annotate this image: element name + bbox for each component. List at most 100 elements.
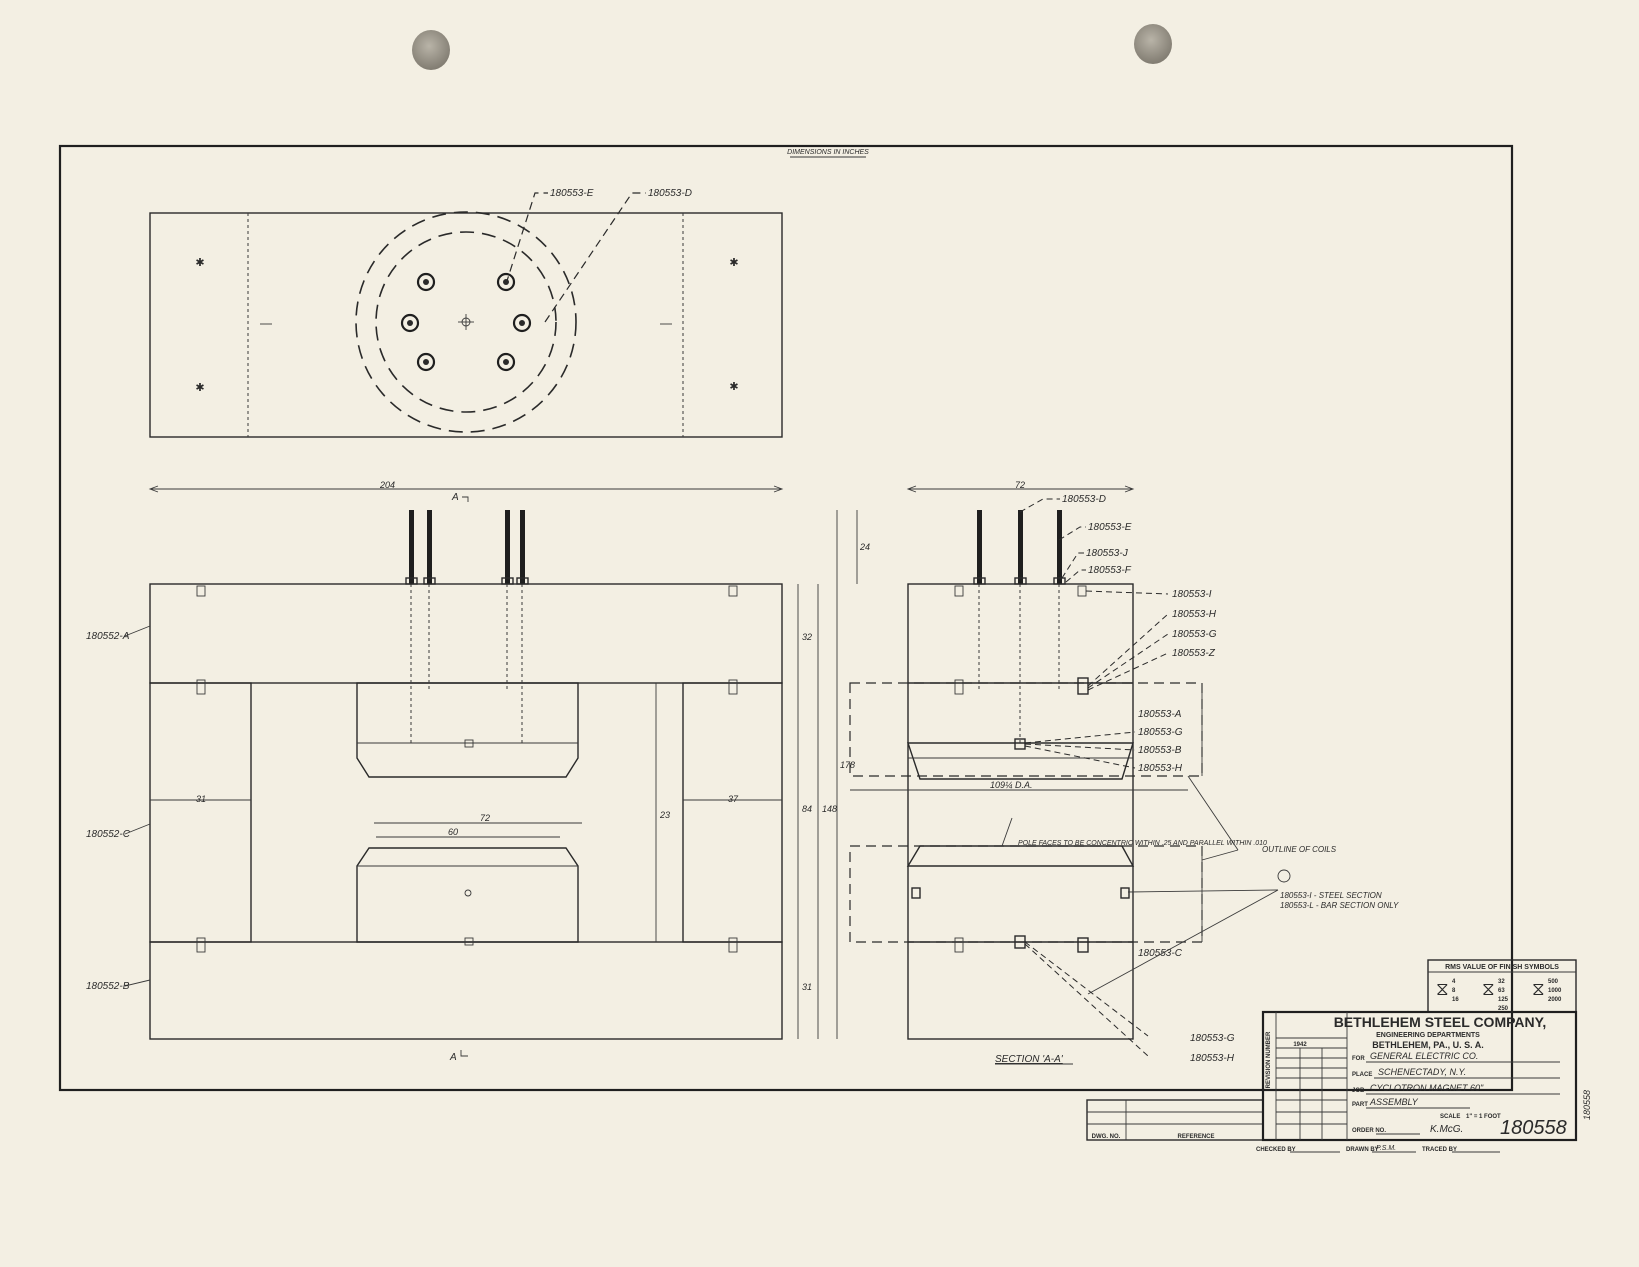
rms-title: RMS VALUE OF FINISH SYMBOLS — [1445, 964, 1559, 971]
dim-right-leg: 37 — [728, 794, 739, 804]
drawing-border — [58, 144, 1514, 1092]
label-front-a: 180552-A — [86, 631, 130, 642]
label-side-b: 180553-B — [1138, 745, 1182, 756]
dim-top-block: 32 — [802, 632, 812, 642]
revision-table: DWG. NO. REFERENCE — [1086, 1099, 1264, 1141]
order-label: ORDER NO. — [1352, 1128, 1386, 1134]
place-value: SCHENECTADY, N.Y. — [1378, 1067, 1466, 1077]
checked-label: CHECKED BY — [1256, 1147, 1296, 1153]
rms-value: 1000 — [1548, 988, 1562, 994]
title-block: REVISION NUMBER 1942 BETHLEHEM STEEL COM… — [1256, 1010, 1578, 1153]
part-value: ASSEMBLY — [1369, 1097, 1419, 1107]
section-bolts — [911, 585, 1130, 953]
dim-side-width: 72 — [1015, 480, 1025, 490]
traced-label: TRACED BY — [1422, 1147, 1457, 1153]
dim-24: 24 — [859, 542, 870, 552]
coil-part-1: 180553-I - STEEL SECTION — [1280, 891, 1382, 900]
year: 1942 — [1293, 1042, 1307, 1048]
label-front-c: 180552-C — [86, 829, 131, 840]
drawn-label: DRAWN BY — [1346, 1147, 1379, 1153]
place-label: PLACE — [1352, 1072, 1372, 1078]
dim-overall-width: 204 — [379, 480, 395, 490]
label-side-h3: 180553-H — [1190, 1053, 1235, 1064]
header-note: DIMENSIONS IN INCHES — [787, 149, 869, 156]
front-studs — [405, 510, 529, 746]
dim-inner-dia: 60 — [448, 827, 458, 837]
rms-value: 125 — [1498, 997, 1509, 1003]
label-side-h1: 180553-H — [1172, 609, 1217, 620]
dim-84: 84 — [802, 804, 812, 814]
label-side-g3: 180553-G — [1190, 1033, 1235, 1044]
punch-hole-left — [412, 30, 450, 70]
rms-value: 63 — [1498, 988, 1505, 994]
svg-text:✱: ✱ — [195, 257, 204, 269]
section-studs — [973, 510, 1066, 746]
dim-left-leg: 31 — [196, 794, 206, 804]
rms-value: 8 — [1452, 988, 1456, 994]
scale-value: 1" = 1 FOOT — [1466, 1114, 1501, 1120]
job-label: JOB — [1352, 1088, 1365, 1094]
dim-gap: 23 — [659, 810, 670, 820]
svg-text:✱: ✱ — [729, 381, 738, 393]
rms-value: 16 — [1452, 997, 1459, 1003]
label-top-d: 180553-D — [648, 188, 692, 199]
dim-pole-dia: 72 — [480, 813, 490, 823]
label-side-i: 180553-I — [1172, 589, 1212, 600]
for-label: FOR — [1352, 1056, 1365, 1062]
rev-header: REVISION NUMBER — [1266, 1031, 1272, 1088]
label-side-g2: 180553-G — [1138, 727, 1183, 738]
front-bolts — [196, 585, 738, 953]
plan-bolts: ✱ ✱ ✱ ✱ — [195, 257, 738, 394]
label-side-d: 180553-D — [1062, 494, 1106, 505]
plan-view: ✱ ✱ ✱ ✱ 180553-E 180553-D — [149, 188, 783, 438]
label-side-f: 180553-F — [1088, 565, 1132, 576]
label-front-b: 180552-B — [86, 981, 130, 992]
job-value: CYCLOTRON MAGNET 60" — [1370, 1083, 1484, 1093]
dim-coil-dia: 109¼ D.A. — [990, 780, 1033, 790]
signature: K.McG. — [1430, 1124, 1463, 1135]
company-location: BETHLEHEM, PA., U. S. A. — [1372, 1040, 1484, 1050]
label-side-a: 180553-A — [1138, 709, 1182, 720]
label-side-h2: 180553-H — [1138, 763, 1183, 774]
section-view: 72 — [849, 480, 1399, 1065]
label-side-j: 180553-J — [1086, 548, 1129, 559]
finish-symbol-icon: ⧖ — [1532, 979, 1545, 999]
reference-label: REFERENCE — [1177, 1134, 1214, 1140]
dim-148: 148 — [822, 804, 837, 814]
dim-178: 178 — [840, 760, 855, 770]
svg-text:✱: ✱ — [729, 257, 738, 269]
rms-value: 4 — [1452, 979, 1456, 985]
margin-number: 180558 — [1582, 1090, 1592, 1120]
label-side-z: 180553-Z — [1172, 648, 1216, 659]
label-side-c: 180553-C — [1138, 948, 1183, 959]
coil-part-2: 180553-L - BAR SECTION ONLY — [1280, 901, 1399, 910]
pole-note: POLE FACES TO BE CONCENTRIC WITHIN .25 A… — [1018, 840, 1267, 847]
dim-bottom-block: 31 — [802, 982, 812, 992]
finish-symbol-icon: ⧖ — [1436, 979, 1449, 999]
rms-value: 250 — [1498, 1006, 1509, 1012]
drawing-number: 180558 — [1500, 1117, 1567, 1139]
dwg-no-label: DWG. NO. — [1092, 1134, 1121, 1140]
svg-text:✱: ✱ — [195, 382, 204, 394]
section-mark-bottom: A — [449, 1052, 457, 1063]
rms-value: 500 — [1548, 979, 1559, 985]
company-name: BETHLEHEM STEEL COMPANY, — [1334, 1014, 1547, 1030]
drawn-value: P.S.M. — [1376, 1145, 1396, 1152]
department: ENGINEERING DEPARTMENTS — [1376, 1032, 1480, 1039]
rms-finish-table: RMS VALUE OF FINISH SYMBOLS 4816⧖3263125… — [1427, 959, 1577, 1013]
label-side-e: 180553-E — [1088, 522, 1132, 533]
coil-note: OUTLINE OF COILS — [1262, 845, 1337, 854]
scale-label: SCALE — [1440, 1114, 1460, 1120]
for-value: GENERAL ELECTRIC CO. — [1370, 1051, 1478, 1061]
rms-value: 2000 — [1548, 997, 1562, 1003]
punch-hole-right — [1134, 24, 1172, 64]
label-top-e: 180553-E — [550, 188, 594, 199]
front-view: 204 A 72 60 — [86, 480, 870, 1063]
label-side-g1: 180553-G — [1172, 629, 1217, 640]
section-title: SECTION 'A-A' — [995, 1054, 1064, 1065]
finish-symbol-icon: ⧖ — [1482, 979, 1495, 999]
rms-value: 32 — [1498, 979, 1505, 985]
section-mark-top: A — [451, 492, 459, 503]
